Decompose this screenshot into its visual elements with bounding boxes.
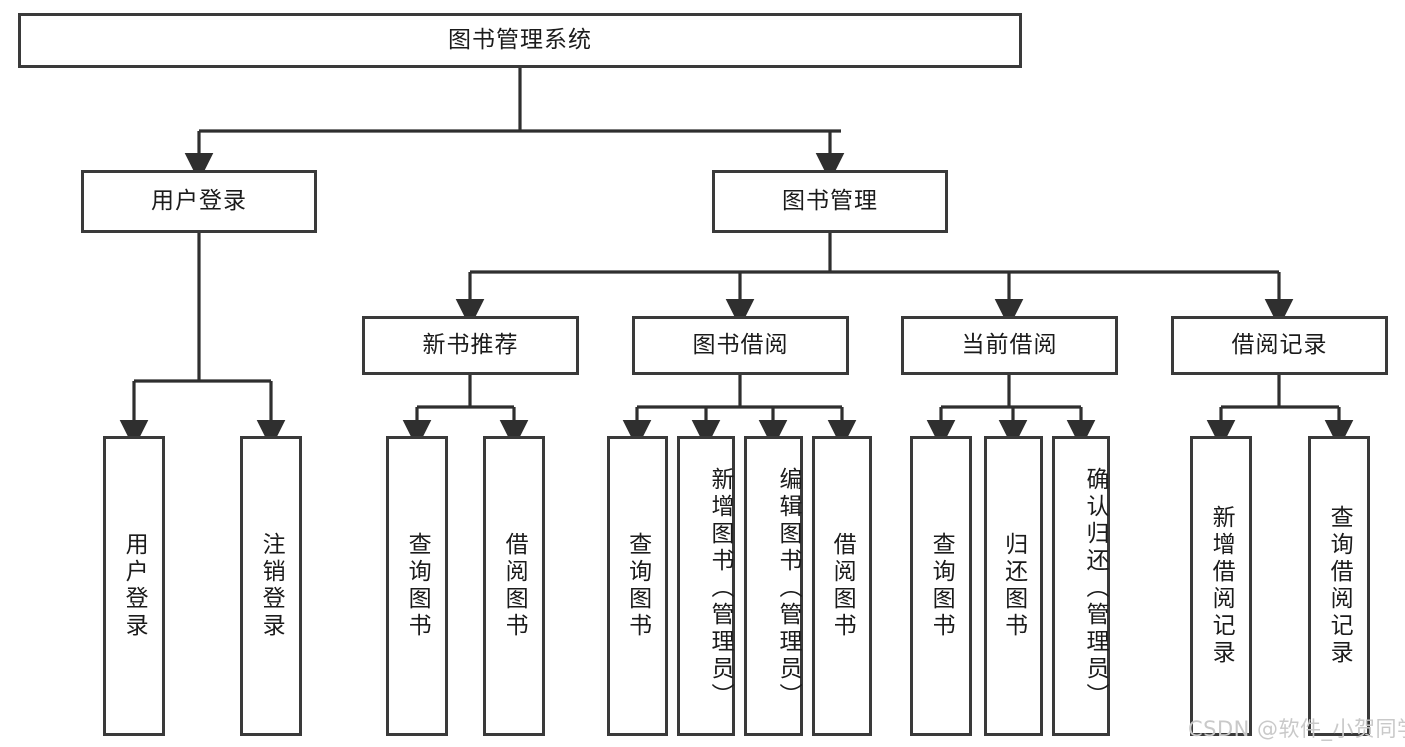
node-current-borrow-label: 当前借阅	[961, 332, 1058, 359]
node-book-manage[interactable]: 图书管理	[712, 170, 948, 233]
node-leaf-query-borrow-record-label: 查询借阅记录	[1326, 505, 1353, 667]
node-leaf-return-book-label: 归还图书	[1000, 532, 1027, 640]
node-leaf-borrow-book-rec[interactable]: 借阅图书	[483, 436, 545, 736]
node-leaf-borrow-book-label: 借阅图书	[829, 532, 856, 640]
node-leaf-query-book-borrow-label: 查询图书	[624, 532, 651, 640]
node-leaf-confirm-return-label: 确认归还（管理员）	[1082, 466, 1108, 710]
node-borrow-record[interactable]: 借阅记录	[1171, 316, 1388, 375]
node-leaf-logout-login[interactable]: 注销登录	[240, 436, 302, 736]
node-leaf-return-book[interactable]: 归还图书	[984, 436, 1043, 736]
node-leaf-query-book-rec-label: 查询图书	[404, 532, 431, 640]
node-book-manage-label: 图书管理	[782, 188, 878, 215]
node-user-login[interactable]: 用户登录	[81, 170, 317, 233]
node-leaf-add-book-label: 新增图书（管理员）	[707, 466, 733, 710]
node-borrow-record-label: 借阅记录	[1231, 332, 1328, 359]
node-new-book-recommend[interactable]: 新书推荐	[362, 316, 579, 375]
node-leaf-add-borrow-record-label: 新增借阅记录	[1208, 505, 1235, 667]
node-leaf-user-login-label: 用户登录	[121, 532, 148, 640]
node-leaf-query-book-borrow[interactable]: 查询图书	[607, 436, 668, 736]
node-book-borrow[interactable]: 图书借阅	[632, 316, 849, 375]
node-leaf-borrow-book[interactable]: 借阅图书	[812, 436, 872, 736]
node-leaf-add-book[interactable]: 新增图书（管理员）	[677, 436, 735, 736]
node-root-label: 图书管理系统	[448, 27, 592, 54]
node-book-borrow-label: 图书借阅	[692, 332, 789, 359]
node-leaf-logout-login-label: 注销登录	[258, 532, 285, 640]
node-leaf-edit-book-label: 编辑图书（管理员）	[775, 466, 801, 710]
node-leaf-borrow-book-rec-label: 借阅图书	[501, 532, 528, 640]
node-user-login-label: 用户登录	[151, 188, 247, 215]
node-leaf-add-borrow-record[interactable]: 新增借阅记录	[1190, 436, 1252, 736]
node-current-borrow[interactable]: 当前借阅	[901, 316, 1118, 375]
watermark-text: CSDN @软件_小贺同学	[1188, 717, 1405, 741]
node-leaf-user-login[interactable]: 用户登录	[103, 436, 165, 736]
node-leaf-query-borrow-record[interactable]: 查询借阅记录	[1308, 436, 1370, 736]
node-new-book-recommend-label: 新书推荐	[422, 332, 519, 359]
node-leaf-query-book-current[interactable]: 查询图书	[910, 436, 972, 736]
node-leaf-query-book-rec[interactable]: 查询图书	[386, 436, 448, 736]
node-leaf-query-book-current-label: 查询图书	[928, 532, 955, 640]
node-leaf-confirm-return[interactable]: 确认归还（管理员）	[1052, 436, 1110, 736]
node-root[interactable]: 图书管理系统	[18, 13, 1022, 68]
node-leaf-edit-book[interactable]: 编辑图书（管理员）	[744, 436, 803, 736]
